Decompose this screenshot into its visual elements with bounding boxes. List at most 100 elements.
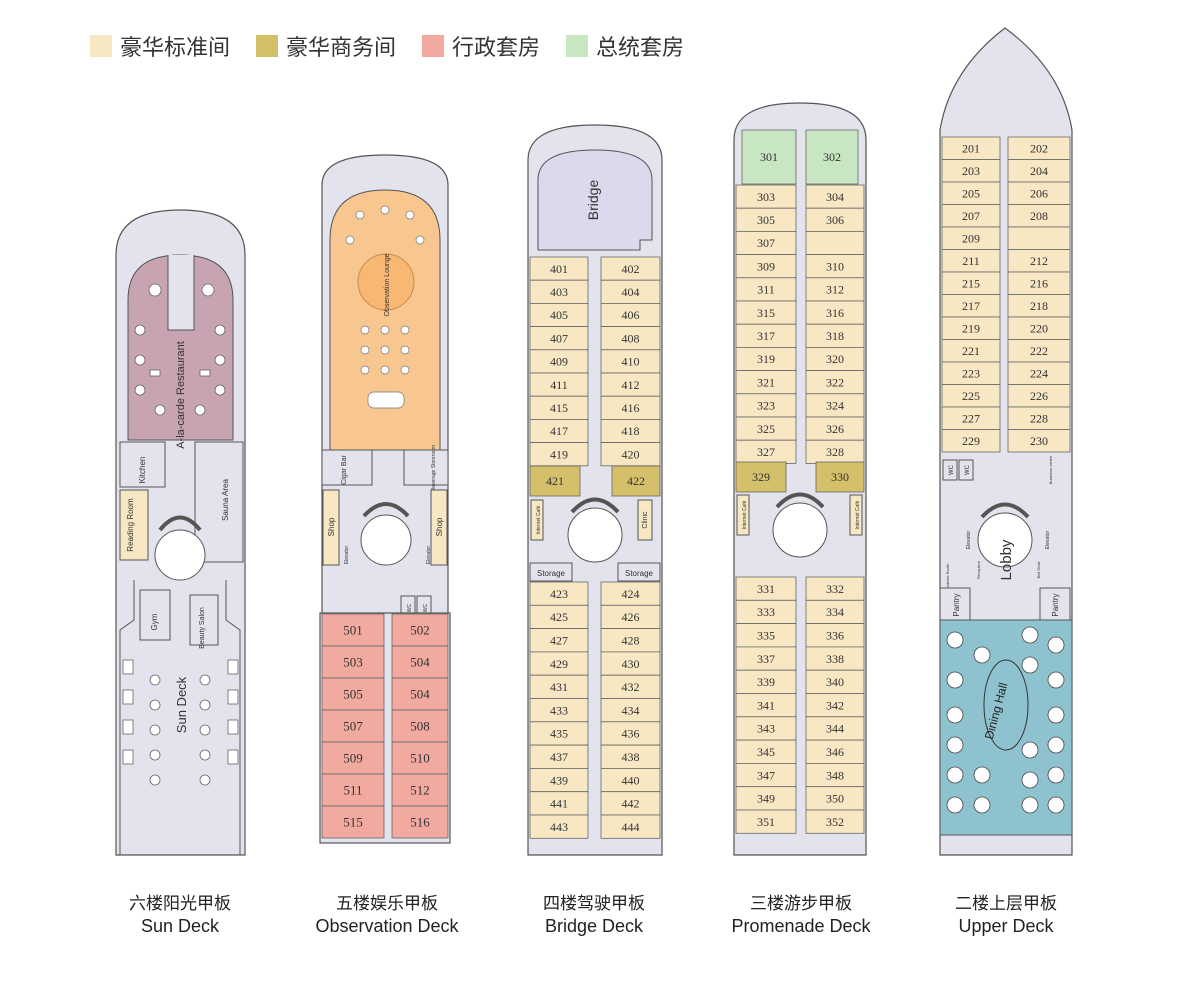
cabin-number: 211 — [962, 254, 980, 268]
caption-bridge-cn: 四楼驾驶甲板 — [543, 894, 645, 913]
cabin-number: 511 — [343, 783, 362, 798]
observation-beverage-label: Beverage Storeroom — [431, 445, 437, 491]
cabin-number: 202 — [1030, 141, 1048, 155]
dining-table — [946, 766, 964, 784]
cabin-number: 436 — [622, 727, 640, 741]
cabin-number: 346 — [826, 745, 844, 759]
cabin-352 — [805, 809, 865, 834]
cabin-number: 207 — [962, 209, 980, 223]
cabin-number: 223 — [962, 366, 980, 380]
cabin-blank — [805, 230, 865, 255]
upper-bell-desk: Bell Desk — [1036, 562, 1041, 579]
bridge-internet-box — [530, 499, 544, 541]
cabin-301 — [741, 129, 797, 185]
caption-upper-deck: 二楼上层甲板 Upper Deck — [906, 893, 1106, 937]
cabin-number: 434 — [622, 703, 640, 717]
legend-item-deluxe: 豪华标准间 — [90, 30, 230, 62]
cabin-number: 419 — [550, 447, 568, 461]
sun-lower-deck — [119, 580, 241, 855]
bridge-storage-right: Storage — [625, 569, 654, 578]
dining-table — [973, 796, 991, 814]
cabin-number: 405 — [550, 308, 568, 322]
cabin-503 — [321, 645, 385, 679]
cabin-number: 322 — [826, 375, 844, 389]
sun-restaurant-notch — [167, 255, 195, 331]
bridge-label: Bridge — [585, 180, 601, 221]
caption-sun-cn: 六楼阳光甲板 — [129, 894, 231, 913]
cabin-number: 404 — [622, 285, 640, 299]
cabin-number: 407 — [550, 331, 568, 345]
cabin-302 — [805, 129, 859, 185]
cabin-number: 307 — [757, 236, 775, 250]
observation-cigar-bar — [321, 449, 373, 486]
cabin-443 — [529, 814, 589, 839]
dining-table — [1047, 671, 1065, 689]
upper-stair-well — [977, 512, 1033, 568]
dining-table — [1047, 636, 1065, 654]
observation-stair-well — [360, 514, 412, 566]
promenade-stairs — [775, 492, 825, 509]
cabin-number: 226 — [1030, 389, 1048, 403]
cabin-number: 316 — [826, 306, 844, 320]
upper-pantry-right: Pantry — [1051, 593, 1060, 616]
cabin-515 — [321, 805, 385, 839]
observation-cigar-label: Cigar Bar — [341, 455, 348, 485]
cabin-329 — [735, 461, 787, 493]
cabin-number: 504 — [410, 655, 430, 670]
cabin-number: 309 — [757, 259, 775, 273]
observation-elevator-left: Elevator — [344, 545, 350, 564]
cabin-number: 216 — [1030, 276, 1048, 290]
cabin-number: 217 — [962, 299, 980, 313]
cabin-number: 306 — [826, 213, 844, 227]
cabin-number: 417 — [550, 424, 568, 438]
cabin-number: 219 — [962, 321, 980, 335]
cabin-number: 329 — [752, 470, 770, 484]
sun-gym — [139, 589, 171, 641]
cabin-number: 201 — [962, 141, 980, 155]
cabin-330 — [815, 461, 865, 493]
observation-shop-right-label: Shop — [435, 517, 444, 536]
cabin-number: 209 — [962, 231, 980, 245]
cabin-number: 330 — [831, 470, 849, 484]
observation-shop-right — [430, 489, 448, 566]
cabin-number: 423 — [550, 587, 568, 601]
dining-table — [946, 706, 964, 724]
dining-table — [946, 631, 964, 649]
cabin-number: 332 — [826, 582, 844, 596]
cabin-504 — [391, 677, 449, 711]
sun-stairs — [158, 515, 202, 532]
upper-wc-right-box — [958, 459, 974, 481]
promenade-internet-right: Internet Café — [855, 500, 861, 529]
promenade-internet-right-box — [849, 494, 863, 536]
cabin-number: 345 — [757, 745, 775, 759]
cabin-509 — [321, 741, 385, 775]
dining-table — [946, 736, 964, 754]
cabin-502 — [391, 613, 449, 647]
cabin-number: 335 — [757, 628, 775, 642]
cabin-number: 312 — [826, 283, 844, 297]
sun-kitchen-label: Kitchen — [138, 457, 147, 484]
cabin-number: 402 — [622, 262, 640, 276]
cabin-504 — [391, 645, 449, 679]
cabin-230 — [1007, 429, 1071, 453]
cabin-number: 318 — [826, 329, 844, 343]
observation-deck: Observation Lounge Cigar Bar Beverage St… — [319, 154, 451, 844]
sun-kitchen — [119, 441, 166, 488]
sun-stair-well — [154, 529, 206, 581]
cabin-number: 325 — [757, 422, 775, 436]
legend-swatch-presidential — [566, 35, 589, 57]
cabin-number: 348 — [826, 768, 844, 782]
cabin-number: 403 — [550, 285, 568, 299]
cabin-number: 301 — [760, 150, 778, 164]
sun-sauna — [194, 441, 244, 563]
upper-handover-booth: Handover Booth — [945, 564, 950, 593]
bridge-storage-left: Storage — [537, 569, 566, 578]
upper-deck: 2012032052072092112152172192212232252272… — [939, 27, 1073, 856]
cabin-number: 315 — [757, 306, 775, 320]
upper-wc-right: WC — [965, 464, 971, 475]
